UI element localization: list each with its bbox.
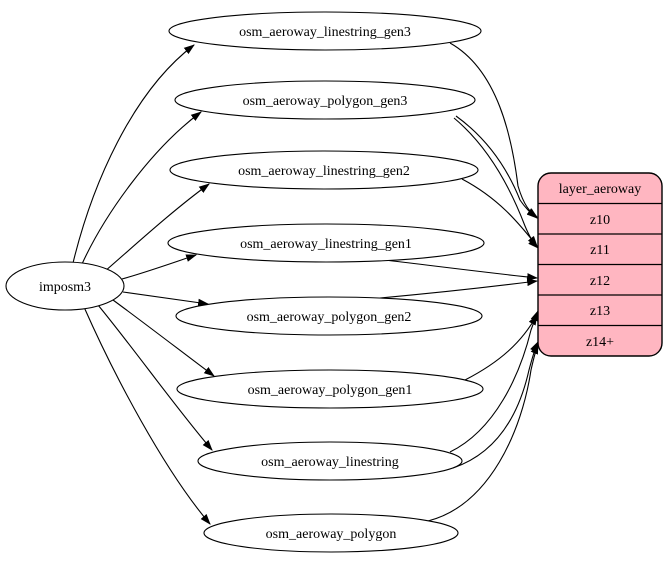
edge-osm-aeroway-polygon-gen3-z11 [453,117,539,249]
layer-row-z12: z12 [590,274,610,289]
edge-imposm3-osm-aeroway-linestring [97,304,213,451]
edge-osm-aeroway-polygon-gen3-z10 [455,115,538,219]
node-imposm3: imposm3 [5,261,125,311]
node-osm-aeroway-linestring-gen1-shape [167,223,485,263]
node-osm-aeroway-linestring-label: osm_aeroway_linestring [261,455,399,470]
node-osm-aeroway-polygon-gen3: osm_aeroway_polygon_gen3 [174,80,476,120]
node-imposm3-label: imposm3 [39,280,91,295]
edge-imposm3-osm-aeroway-linestring-gen2 [103,183,210,273]
node-osm-aeroway-polygon-label: osm_aeroway_polygon [266,527,397,542]
layer-row-z11: z11 [590,243,610,258]
node-osm-aeroway-polygon-gen3-label: osm_aeroway_polygon_gen3 [243,94,408,109]
edge-osm-aeroway-linestring-z13 [449,309,539,453]
layer-row-z14: z14+ [586,335,614,350]
node-osm-aeroway-polygon: osm_aeroway_polygon [203,513,459,553]
edge-osm-aeroway-polygon-gen2-z12 [379,278,539,299]
edge-osm-aeroway-polygon-gen1-z13 [464,314,538,381]
node-osm-aeroway-linestring-gen2-label: osm_aeroway_linestring_gen2 [238,164,410,179]
node-osm-aeroway-polygon-gen3-shape [174,80,476,120]
edge-imposm3-osm-aeroway-linestring-gen1 [121,254,198,280]
node-osm-aeroway-linestring-gen2: osm_aeroway_linestring_gen2 [169,150,479,190]
edge-imposm3-osm-aeroway-linestring-gen3 [72,44,195,264]
node-osm-aeroway-linestring-gen2-shape [169,150,479,190]
layer-row-z10: z10 [590,213,610,228]
edge-osm-aeroway-polygon-z14 [427,342,539,522]
node-osm-aeroway-linestring-gen1-label: osm_aeroway_linestring_gen1 [240,237,412,252]
node-osm-aeroway-linestring-gen1: osm_aeroway_linestring_gen1 [167,223,485,263]
edge-osm-aeroway-linestring-gen2-z11 [461,178,538,247]
edges-to-layer [379,42,539,522]
edge-imposm3-osm-aeroway-polygon-gen3 [81,111,202,265]
node-osm-aeroway-linestring-gen3-label: osm_aeroway_linestring_gen3 [239,25,411,40]
node-osm-aeroway-polygon-gen2-shape [175,296,483,336]
node-osm-aeroway-polygon-gen2-label: osm_aeroway_polygon_gen2 [247,310,412,325]
layer-aeroway-record: layer_aeroway z10 z11 z12 z13 z14+ [537,172,663,357]
edge-imposm3-osm-aeroway-polygon [83,306,211,525]
layer-row-z13: z13 [590,304,610,319]
edge-imposm3-osm-aeroway-polygon-gen2 [122,291,210,307]
node-osm-aeroway-polygon-gen2: osm_aeroway_polygon_gen2 [175,296,483,336]
node-osm-aeroway-polygon-gen1: osm_aeroway_polygon_gen1 [176,369,484,409]
edge-imposm3-osm-aeroway-polygon-gen1 [112,299,215,377]
node-osm-aeroway-linestring-gen3-shape [168,11,482,51]
edge-osm-aeroway-linestring-gen3-z10 [449,42,538,218]
node-imposm3-shape [5,261,125,311]
layer-aeroway-title: layer_aeroway [559,182,641,197]
node-osm-aeroway-linestring: osm_aeroway_linestring [197,441,463,481]
node-osm-aeroway-linestring-shape [197,441,463,481]
edges-from-source [72,44,215,525]
node-osm-aeroway-polygon-gen1-label: osm_aeroway_polygon_gen1 [248,383,413,398]
node-osm-aeroway-polygon-gen1-shape [176,369,484,409]
node-osm-aeroway-polygon-shape [203,513,459,553]
node-osm-aeroway-linestring-gen3: osm_aeroway_linestring_gen3 [168,11,482,51]
edge-osm-aeroway-linestring-gen1-z12 [384,259,539,281]
